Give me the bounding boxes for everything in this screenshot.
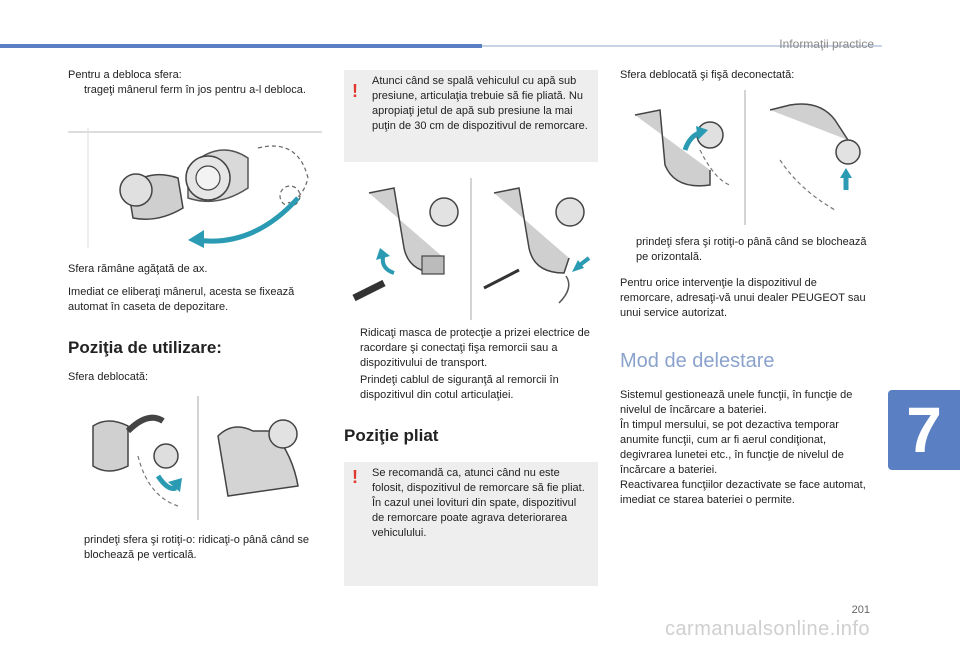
- unplugged-intro: Sfera deblocată şi fişă deconectată:: [620, 68, 870, 91]
- handle-lock-text: Imediat ce eliberaţi mânerul, acesta se …: [68, 286, 295, 313]
- load-shedding-heading: Mod de delestare: [620, 350, 775, 372]
- chapter-tab: 7: [888, 390, 960, 470]
- load-shedding-body: Sistemul gestionează unele funcţii, în f…: [620, 388, 870, 508]
- unplugged-text: Sfera deblocată şi fişă deconectată:: [620, 69, 795, 81]
- page-number: 201: [851, 604, 870, 616]
- illustration-handle-release: [68, 128, 322, 248]
- bullet-marker: [620, 235, 630, 265]
- bullet-marker: [68, 83, 78, 98]
- illustration-vertical-rotation: [92, 396, 299, 520]
- load-shedding-text-1: Sistemul gestionează unele funcţii, în f…: [620, 389, 853, 416]
- usage-heading: Poziţia de utilizare:: [68, 338, 222, 357]
- header-accent-bar: [0, 44, 482, 48]
- intro-text: Pentru a debloca sfera:: [68, 69, 182, 81]
- folded-section: Poziţie pliat: [344, 426, 600, 445]
- usage-section: Poziţia de utilizare:: [68, 338, 328, 357]
- result-text: Sfera rămâne agăţată de ax. Imediat ce e…: [68, 262, 328, 323]
- dealer-text-block: Pentru orice intervenţie la dispozitivul…: [620, 276, 870, 329]
- warning-icon: !: [352, 81, 358, 101]
- ball-remains-text: Sfera rămâne agăţată de ax.: [68, 263, 208, 275]
- usage-intro: Sfera deblocată:: [68, 370, 328, 393]
- load-shedding-text-3: Reactivarea funcţiilor dezactivate se fa…: [620, 479, 866, 506]
- warning-folded: ! Se recomandă ca, atunci când nu este f…: [344, 462, 598, 586]
- bullet-text: Ridicaţi masca de protecţie a prizei ele…: [360, 327, 590, 369]
- rotate-horizontal: prindeţi sfera şi rotiţi-o până când se …: [620, 235, 870, 267]
- rotate-vertical: prindeţi sfera şi rotiţi-o: ridicaţi-o p…: [68, 533, 328, 565]
- bullet-marker: [68, 533, 78, 563]
- bullet-text: prindeţi sfera şi rotiţi-o: ridicaţi-o p…: [84, 534, 309, 561]
- list-item: Prindeţi cablul de siguranţă al remorcii…: [344, 373, 600, 403]
- illustration-electrical-socket: [352, 178, 591, 320]
- bullet-marker: [344, 326, 354, 371]
- load-shedding-text-2: În timpul mersului, se pot dezactiva tem…: [620, 419, 844, 476]
- load-shedding-section: Mod de delestare: [620, 350, 870, 372]
- list-item: Ridicaţi masca de protecţie a prizei ele…: [344, 326, 600, 371]
- bullet-text: prindeţi sfera şi rotiţi-o până când se …: [636, 236, 867, 263]
- list-item: prindeţi sfera şi rotiţi-o: ridicaţi-o p…: [68, 533, 328, 563]
- warning-text: Atunci când se spală vehiculul cu apă su…: [372, 75, 588, 132]
- folded-heading: Poziţie pliat: [344, 426, 439, 445]
- connection-steps: Ridicaţi masca de protecţie a prizei ele…: [344, 326, 600, 405]
- bullet-text: trageţi mânerul ferm în jos pentru a-l d…: [84, 84, 306, 96]
- warning-icon: !: [352, 467, 358, 487]
- list-item: prindeţi sfera şi rotiţi-o până când se …: [620, 235, 870, 265]
- illustration-horizontal-rotation: [634, 90, 861, 225]
- warning-pressure-wash: ! Atunci când se spală vehiculul cu apă …: [344, 70, 598, 162]
- warning-text-2: În cazul unei lovituri din spate, dispoz…: [372, 497, 577, 539]
- warning-text: Se recomandă ca, atunci când nu este fol…: [372, 467, 585, 494]
- header-rule: [482, 45, 882, 47]
- section-title: Informaţii practice: [779, 37, 874, 51]
- bullet-text: Prindeţi cablul de siguranţă al remorcii…: [360, 374, 559, 401]
- unlock-intro: Pentru a debloca sfera: trageţi mânerul …: [68, 68, 328, 100]
- watermark: carmanualsonline.info: [664, 618, 870, 640]
- bullet-marker: [344, 373, 354, 403]
- dealer-text: Pentru orice intervenţie la dispozitivul…: [620, 277, 866, 319]
- ball-unlocked-text: Sfera deblocată:: [68, 371, 149, 383]
- list-item: trageţi mânerul ferm în jos pentru a-l d…: [68, 83, 328, 98]
